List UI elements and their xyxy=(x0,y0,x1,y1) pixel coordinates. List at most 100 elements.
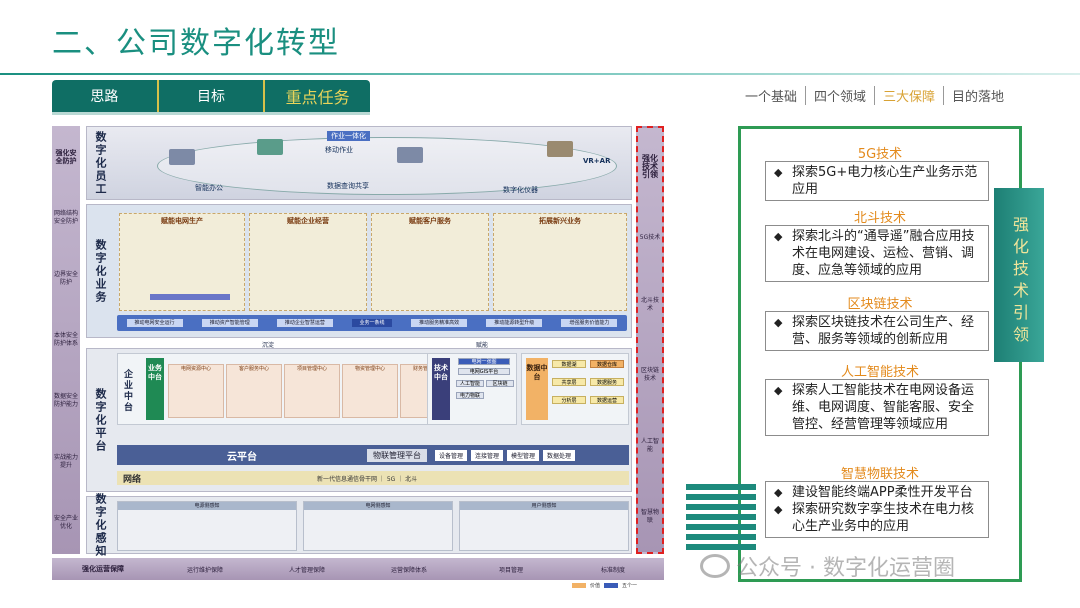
data-center-tag: 数据中台 xyxy=(526,358,548,420)
staff-ellipse xyxy=(157,137,617,195)
cloud-label: 云平台 xyxy=(227,451,257,463)
security-item: 边界安全防护 xyxy=(54,270,79,286)
sensing-box: 电网侧感知 xyxy=(303,501,453,551)
bullet-item: ◆探索研究数字孪生技术在电力核心生产业务中的应用 xyxy=(774,501,982,535)
stripe xyxy=(686,494,756,500)
enterprise-center-label: 企业中台 xyxy=(124,370,134,413)
security-item: 数据安全防护能力 xyxy=(54,393,79,409)
tech-guide-item: 区块链技术 xyxy=(640,367,659,383)
bullet-item: ◆ 建设智能终端APP柔性开发平台 xyxy=(774,484,982,501)
data-chip: 数据仓库 xyxy=(590,360,624,368)
guarantee-item: 人才管理保障 xyxy=(288,566,325,574)
bullet-text: 建设智能终端APP柔性开发平台 xyxy=(792,485,973,500)
tab-goals[interactable]: 目标 xyxy=(159,80,266,112)
guarantee-item: 运营保障体系 xyxy=(390,566,427,574)
biz-block-customer: 赋能客户服务 xyxy=(371,213,489,311)
layer-digital-staff: 数字化员工 作业一体化 移动作业 智能办公 数据查询共享 数字化仪器 VR+AR xyxy=(86,126,632,200)
stripe xyxy=(686,524,756,530)
iot-label: 物联管理平台 xyxy=(367,448,427,462)
iot-item: 连接管理 xyxy=(471,449,504,461)
sensing-box-title: 电网侧感知 xyxy=(304,502,452,510)
diamond-icon: ◆ xyxy=(774,230,783,243)
layer-name: 数字化平台 xyxy=(95,387,107,453)
security-column: 强化安全防护 网络结构安全防护 边界安全防护 本体安全防护体系 数据安全防护能力… xyxy=(52,126,80,554)
crumb-landing[interactable]: 目的落地 xyxy=(942,86,1012,105)
sub-center-title: 电网资源中心 xyxy=(180,366,211,372)
band-item: 推动资产智能管理 xyxy=(201,319,258,327)
tech-chip: 区块链 xyxy=(486,380,514,387)
sub-center: 电网资源中心 xyxy=(168,364,224,418)
data-center: 数据中台 数据湖 数据仓库 共享层 数据服务 分析层 数据运营 xyxy=(521,353,629,425)
bullet-item: ◆探索区块链技术在公司生产、经营、服务等领域的创新应用 xyxy=(774,314,982,348)
sensing-box-title: 电源侧感知 xyxy=(118,502,296,510)
biz-block-grid: 赋能电网生产 xyxy=(119,213,245,311)
section-title-blockchain: 区块链技术 xyxy=(847,297,913,312)
legend-label: 价值 xyxy=(590,583,601,589)
network-desc: 新一代信息通信骨干网 ｜ 5G ｜ 北斗 xyxy=(317,475,418,483)
sub-center-title: 物资管理中心 xyxy=(354,366,385,372)
sensing-box-title: 用户侧感知 xyxy=(460,502,628,510)
watermark-text: 公众号 · 数字化运营圈 xyxy=(736,556,955,581)
tab-thinking[interactable]: 思路 xyxy=(52,80,159,112)
crumb-one-foundation[interactable]: 一个基础 xyxy=(744,90,797,105)
tab-key-tasks[interactable]: 重点任务 xyxy=(285,88,350,107)
section-title-beidou: 北斗技术 xyxy=(853,211,906,226)
sub-center-title: 项目管理中心 xyxy=(296,366,327,372)
section-box-blockchain: ◆探索区块链技术在公司生产、经营、服务等领域的创新应用 xyxy=(765,311,989,351)
legend-swatch xyxy=(572,583,586,588)
tech-guide-column: 强化技术引领 5G技术 北斗技术 区块链技术 人工智能 智慧物联 xyxy=(636,126,664,554)
section-box-5g: ◆探索5G+电力核心生产业务示范应用 xyxy=(765,161,989,201)
security-item: 本体安全防护体系 xyxy=(54,331,79,347)
band-item: 推动服务精准高效 xyxy=(411,319,468,327)
section-title-ai: 人工智能技术 xyxy=(840,365,919,380)
sub-center-title: 客户服务中心 xyxy=(238,366,269,372)
staff-label: 数据查询共享 xyxy=(327,182,369,190)
sensing-box: 用户侧感知 xyxy=(459,501,629,551)
biz-row xyxy=(150,294,230,300)
stripe xyxy=(686,544,756,550)
legend-label: 五个一 xyxy=(622,583,638,589)
layer-name: 数字化员工 xyxy=(95,130,107,196)
diamond-icon: ◆ xyxy=(774,166,783,179)
tablet-icon xyxy=(397,147,423,163)
band-item: 业务一条线 xyxy=(351,319,392,327)
biz-block-title: 赋能客户服务 xyxy=(409,217,451,225)
biz-block-emerging: 拓展新兴业务 xyxy=(493,213,627,311)
network-bar: 网络 新一代信息通信骨干网 ｜ 5G ｜ 北斗 xyxy=(117,471,629,485)
biz-block-title: 拓展新兴业务 xyxy=(539,217,581,225)
diamond-icon: ◆ xyxy=(774,486,783,499)
band-item: 推动电网安全运行 xyxy=(126,319,183,327)
guarantee-item: 项目管理 xyxy=(498,566,523,574)
crumb-three-guarantees[interactable]: 三大保障 xyxy=(873,86,943,105)
data-chip: 共享层 xyxy=(552,378,586,386)
tabbar-underline xyxy=(52,112,370,115)
stripe xyxy=(686,534,756,540)
tech-panel: 5G技术 ◆探索5G+电力核心生产业务示范应用 北斗技术 ◆探索北斗的“通导遥”… xyxy=(738,126,1022,582)
staff-label: VR+AR xyxy=(583,157,611,165)
cloud-platform-bar: 云平台 物联管理平台 设备管理 连接管理 模型管理 数据处理 xyxy=(117,445,629,465)
diagram-legend: 价值 五个一 xyxy=(572,582,637,589)
staff-label: 作业一体化 xyxy=(327,131,370,141)
guarantee-item: 标准制度 xyxy=(600,566,625,574)
bullet-item: ◆探索北斗的“通导遥”融合应用技术在电网建设、运检、营销、调度、应急等领域的应用 xyxy=(774,228,982,279)
staff-label: 数字化仪器 xyxy=(503,186,538,194)
breadcrumb: 一个基础 四个领域 三大保障 目的落地 xyxy=(737,86,1012,105)
band-item: 增强服务价值能力 xyxy=(561,319,618,327)
data-chip: 数据湖 xyxy=(552,360,586,368)
crumb-four-domains[interactable]: 四个领域 xyxy=(804,86,874,105)
stripe xyxy=(686,514,756,520)
layer-name: 数字化业务 xyxy=(95,238,107,304)
tech-guide-item: 智慧物联 xyxy=(640,508,659,524)
decor-stripes xyxy=(686,484,756,556)
tech-guide-item: 北斗技术 xyxy=(640,296,659,312)
layer-digital-business: 数字化业务 赋能电网生产 赋能企业经营 赋能客户服务 拓展新兴业务 推动电网安全… xyxy=(86,204,632,338)
security-item: 实战能力提升 xyxy=(54,454,79,470)
sub-center: 客户服务中心 xyxy=(226,364,282,418)
bullet-text: 探索区块链技术在公司生产、经营、服务等领域的创新应用 xyxy=(792,315,975,347)
stripe xyxy=(686,484,756,490)
guarantee-item: 强化运营保障 xyxy=(82,565,124,573)
sub-center: 项目管理中心 xyxy=(284,364,340,418)
bullet-text: 探索研究数字孪生技术在电力核心生产业务中的应用 xyxy=(792,502,975,534)
diamond-icon: ◆ xyxy=(774,384,783,397)
bullet-item: ◆探索人工智能技术在电网设备运维、电网调度、智能客服、安全管控、经营管理等领域应… xyxy=(774,382,982,433)
